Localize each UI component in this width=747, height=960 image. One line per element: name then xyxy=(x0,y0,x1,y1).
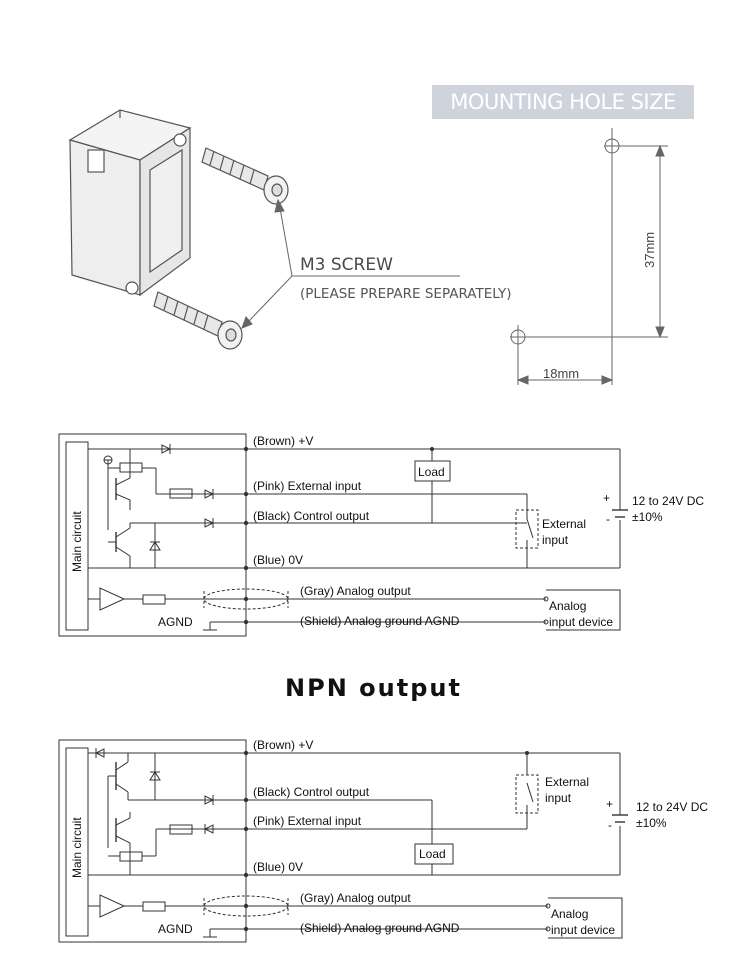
npn-agnd-label: AGND xyxy=(158,922,193,936)
screw-note-label: (PLEASE PREPARE SEPARATELY) xyxy=(300,286,512,302)
pnp-supply-label-2: ±10% xyxy=(632,510,663,524)
npn-minus-label: - xyxy=(608,818,612,832)
pnp-brown-label: (Brown) +V xyxy=(253,434,314,448)
npn-pink-label: (Pink) External input xyxy=(253,814,362,828)
pnp-external-label-1: External xyxy=(542,517,587,531)
pnp-analog-device-label-1: Analog xyxy=(549,599,587,613)
npn-supply-label-2: ±10% xyxy=(636,816,667,830)
npn-brown-label: (Brown) +V xyxy=(253,738,314,752)
pnp-external-label-2: input xyxy=(542,533,569,547)
npn-output-title: NPN output xyxy=(285,674,462,702)
npn-amplifier-icon xyxy=(99,894,126,918)
npn-supply-label-1: 12 to 24V DC xyxy=(636,800,709,814)
pnp-plus-label: + xyxy=(603,491,611,505)
pnp-main-circuit-box xyxy=(65,441,89,631)
pnp-blue-label: (Blue) 0V xyxy=(253,553,304,567)
npn-plus-label: + xyxy=(606,797,614,811)
mounting-hole-size-banner: MOUNTING HOLE SIZE xyxy=(432,85,694,119)
pnp-pink-label: (Pink) External input xyxy=(253,479,362,493)
pnp-shield-label: (Shield) Analog ground AGND xyxy=(300,614,460,628)
screw-bottom-illustration xyxy=(153,291,243,350)
npn-blue-label: (Blue) 0V xyxy=(253,860,304,874)
pnp-analog-device-label-2: input device xyxy=(549,615,614,629)
npn-load-label: Load xyxy=(419,847,446,861)
npn-sensor-box xyxy=(58,739,247,943)
npn-shield-label: (Shield) Analog ground AGND xyxy=(300,921,460,935)
npn-diode-icon xyxy=(94,748,105,758)
pnp-gray-label: (Gray) Analog output xyxy=(300,584,411,598)
npn-gray-label: (Gray) Analog output xyxy=(300,891,411,905)
pnp-supply-label-1: 12 to 24V DC xyxy=(632,494,705,508)
pnp-black-label: (Black) Control output xyxy=(253,509,370,523)
npn-main-circuit-label: Main circuit xyxy=(70,817,84,878)
npn-resistor-icon xyxy=(169,824,193,835)
npn-analog-device-label-1: Analog xyxy=(551,907,589,921)
m3-screw-label: M3 SCREW xyxy=(300,255,393,275)
npn-analog-device-label-2: input device xyxy=(551,923,616,937)
pnp-minus-label: - xyxy=(606,512,610,526)
screw-top-illustration xyxy=(201,147,289,205)
dimension-18mm: 18mm xyxy=(543,366,580,381)
pnp-sensor-box xyxy=(58,433,247,637)
hole-dimension-drawing xyxy=(510,128,668,385)
sensor-body-illustration xyxy=(68,109,192,297)
pnp-agnd-label: AGND xyxy=(158,615,193,629)
npn-main-circuit-box xyxy=(65,747,89,937)
pnp-diode-icon xyxy=(161,444,172,454)
leader-lines xyxy=(241,198,460,329)
pnp-resistor-icon xyxy=(169,488,193,499)
npn-external-label-1: External xyxy=(545,775,590,789)
npn-load-box xyxy=(414,843,454,865)
npn-external-label-2: input xyxy=(545,791,572,805)
pnp-amplifier-icon xyxy=(99,587,126,611)
pnp-load-label: Load xyxy=(418,465,445,479)
npn-black-label: (Black) Control output xyxy=(253,785,370,799)
